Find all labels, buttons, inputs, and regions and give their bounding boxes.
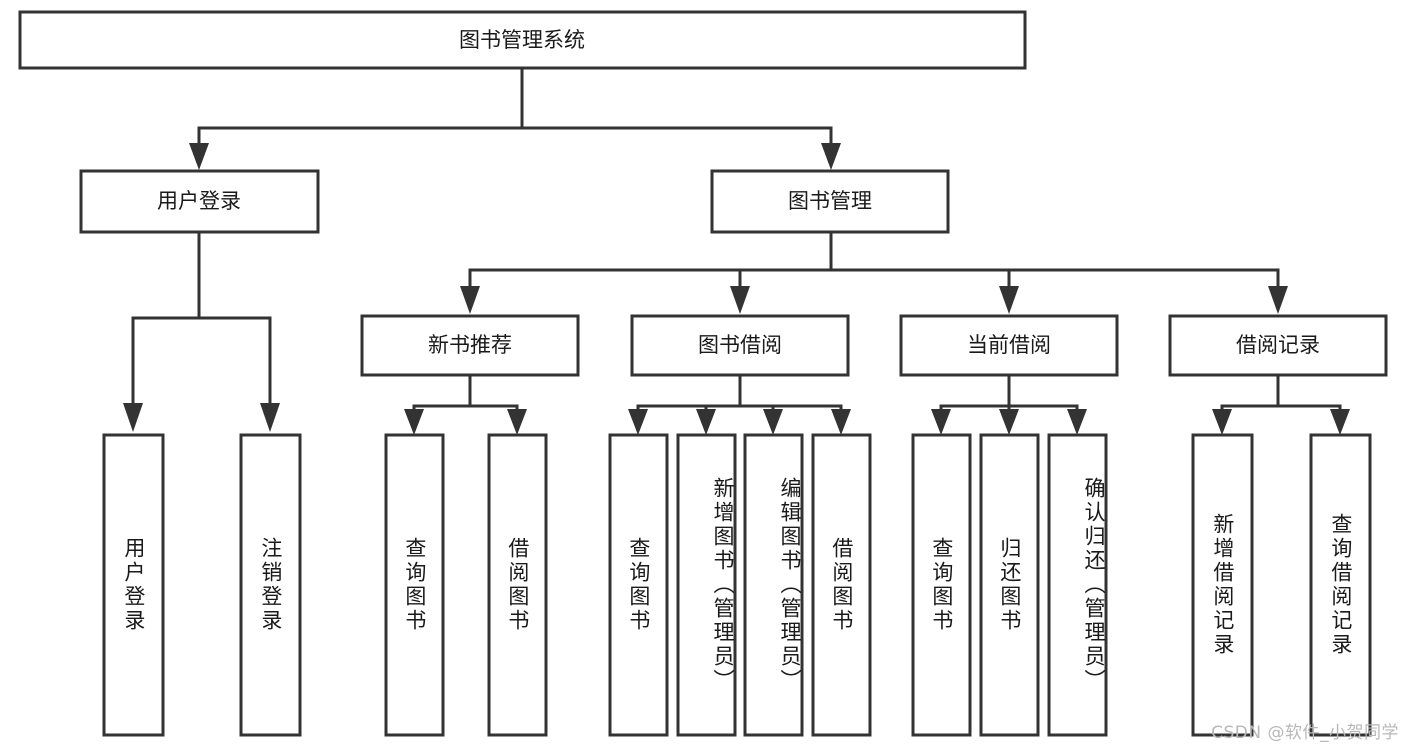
leaf-box-5[interactable] [608,433,669,737]
arrow-head-icon [1330,409,1350,435]
node-bookmgmt[interactable]: 图书管理 [710,169,950,234]
node-login-label: 用户登录 [157,189,241,213]
node-borrow[interactable]: 图书借阅 [630,314,850,377]
arrow-head-icon [460,286,480,314]
arrow-head-icon [1212,409,1232,435]
node-records-box[interactable] [1168,314,1388,377]
connector-group-root-to-level2 [189,66,841,170]
arrow-head-icon [404,409,424,435]
node-newbook-box[interactable] [360,314,580,377]
arrow-head-icon [730,286,750,314]
leaf-box-3[interactable] [384,433,445,737]
node-root-box[interactable] [18,10,1027,70]
connector-group-bookmgmt-to-level3 [460,230,1288,314]
leaf-box-4[interactable] [487,433,548,737]
leaf-box-7[interactable] [743,433,804,737]
node-current-box[interactable] [899,314,1119,377]
node-current-label: 当前借阅 [967,333,1051,357]
leaf-box-1[interactable] [102,433,165,737]
leaf-box-2[interactable] [239,433,302,737]
arrow-head-icon [931,409,951,435]
leaf-box-13[interactable] [1309,433,1372,737]
leaf-box-9[interactable] [911,433,972,737]
arrow-head-icon [821,143,841,170]
leaf-box-8[interactable] [811,433,872,737]
node-current[interactable]: 当前借阅 [899,314,1119,377]
arrow-head-icon [999,286,1019,314]
arrow-head-icon [628,409,648,435]
arrow-head-icon [763,409,783,435]
node-borrow-box[interactable] [630,314,850,377]
node-bookmgmt-box[interactable] [710,169,950,234]
leaf-box-10[interactable] [979,433,1040,737]
arrow-head-icon [1268,286,1288,314]
node-login-box[interactable] [79,169,320,234]
node-root-label: 图书管理系统 [459,28,585,52]
node-bookmgmt-label: 图书管理 [788,189,872,213]
node-records-label: 借阅记录 [1236,333,1320,357]
node-login[interactable]: 用户登录 [79,169,320,234]
node-borrow-label: 图书借阅 [698,333,782,357]
csdn-watermark: CSDN @软件_小贺同学 [1211,723,1399,743]
leaf-box-11[interactable] [1047,433,1108,737]
arrow-head-icon [1067,409,1087,435]
arrow-head-icon [260,403,280,432]
connector-group-login-to-leaves [123,230,280,432]
arrow-head-icon [999,409,1019,435]
leaf-boxes [102,433,1372,737]
arrow-head-icon [189,143,209,170]
arrow-head-icon [123,403,143,432]
arrow-head-icon [507,409,527,435]
arrow-head-icon [696,409,716,435]
connector-group-current-to-leaves [931,373,1087,435]
connector-group-newbook-to-leaves [404,373,527,435]
node-newbook-label: 新书推荐 [428,333,512,357]
node-root[interactable]: 图书管理系统 [18,10,1027,70]
connector-group-records-to-leaves [1212,373,1350,435]
connector-group-borrow-to-leaves [628,373,851,435]
arrow-head-icon [831,409,851,435]
leaf-box-12[interactable] [1191,433,1254,737]
node-records[interactable]: 借阅记录 [1168,314,1388,377]
node-newbook[interactable]: 新书推荐 [360,314,580,377]
leaf-box-6[interactable] [676,433,737,737]
